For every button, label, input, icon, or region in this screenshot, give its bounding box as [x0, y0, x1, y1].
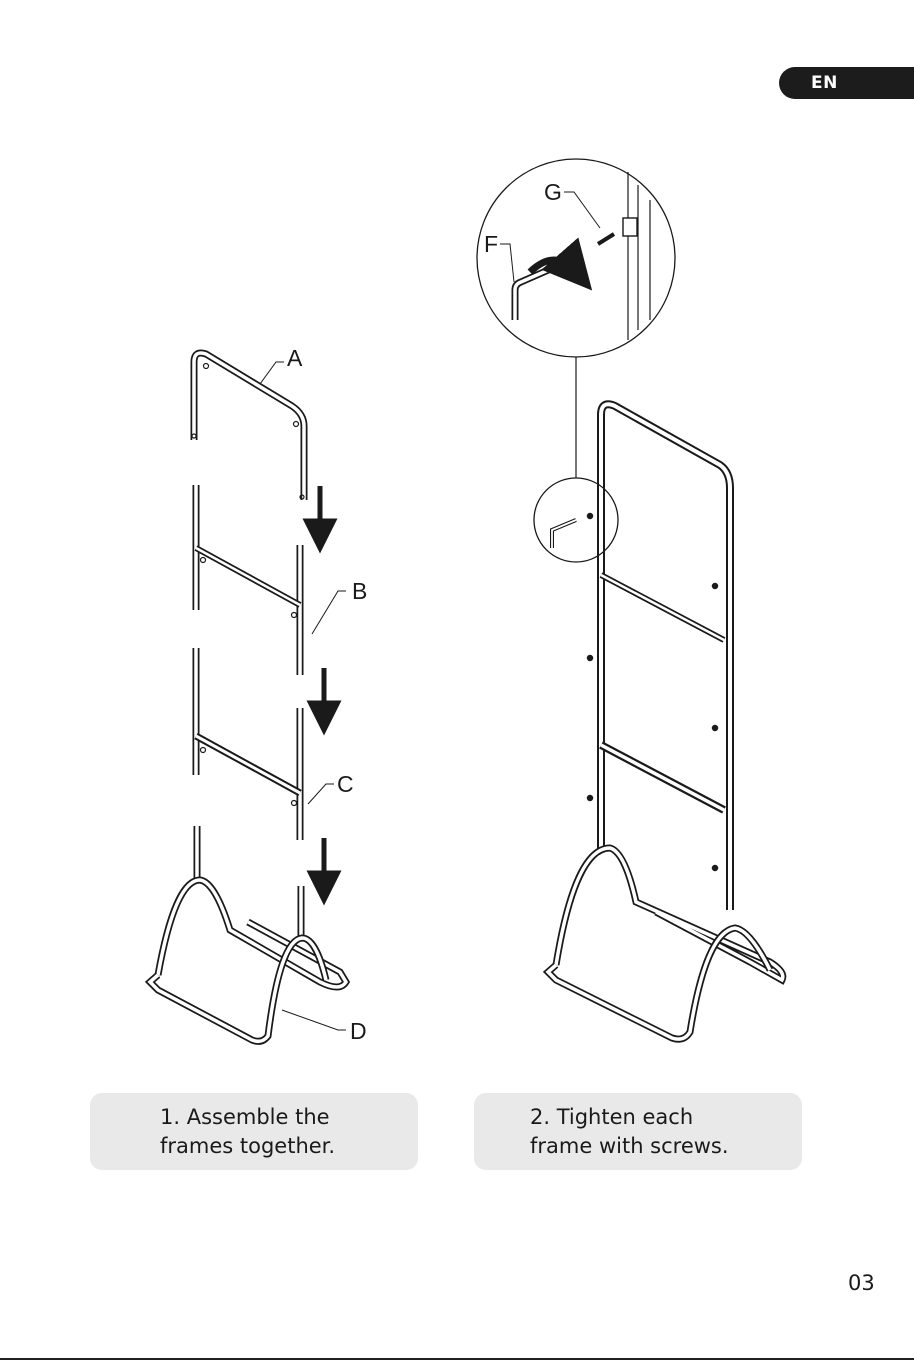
down-arrows	[320, 486, 324, 888]
part-label-a: A	[287, 345, 303, 371]
part-label-c: C	[337, 771, 354, 797]
step2-caption-line2: frame with screws.	[530, 1132, 802, 1161]
frame-part-b	[196, 485, 300, 675]
detail-label-f: F	[484, 231, 498, 257]
frame-part-a	[192, 353, 304, 500]
step1-caption: 1. Assemble the frames together.	[90, 1093, 418, 1170]
part-label-b: B	[352, 578, 367, 604]
detail-label-g: G	[544, 179, 562, 205]
detail-magnifier	[477, 159, 675, 562]
part-label-d: D	[350, 1018, 367, 1044]
page-number: 03	[848, 1271, 875, 1295]
step2-caption-line1: 2. Tighten each	[530, 1103, 802, 1132]
bottom-divider	[0, 1358, 914, 1360]
frame-part-c	[196, 648, 300, 840]
step1-caption-line2: frames together.	[160, 1132, 418, 1161]
frame-part-d	[150, 826, 346, 1041]
assembled-stand	[548, 404, 783, 1039]
step1-caption-line1: 1. Assemble the	[160, 1103, 418, 1132]
step2-caption: 2. Tighten each frame with screws.	[474, 1093, 802, 1170]
